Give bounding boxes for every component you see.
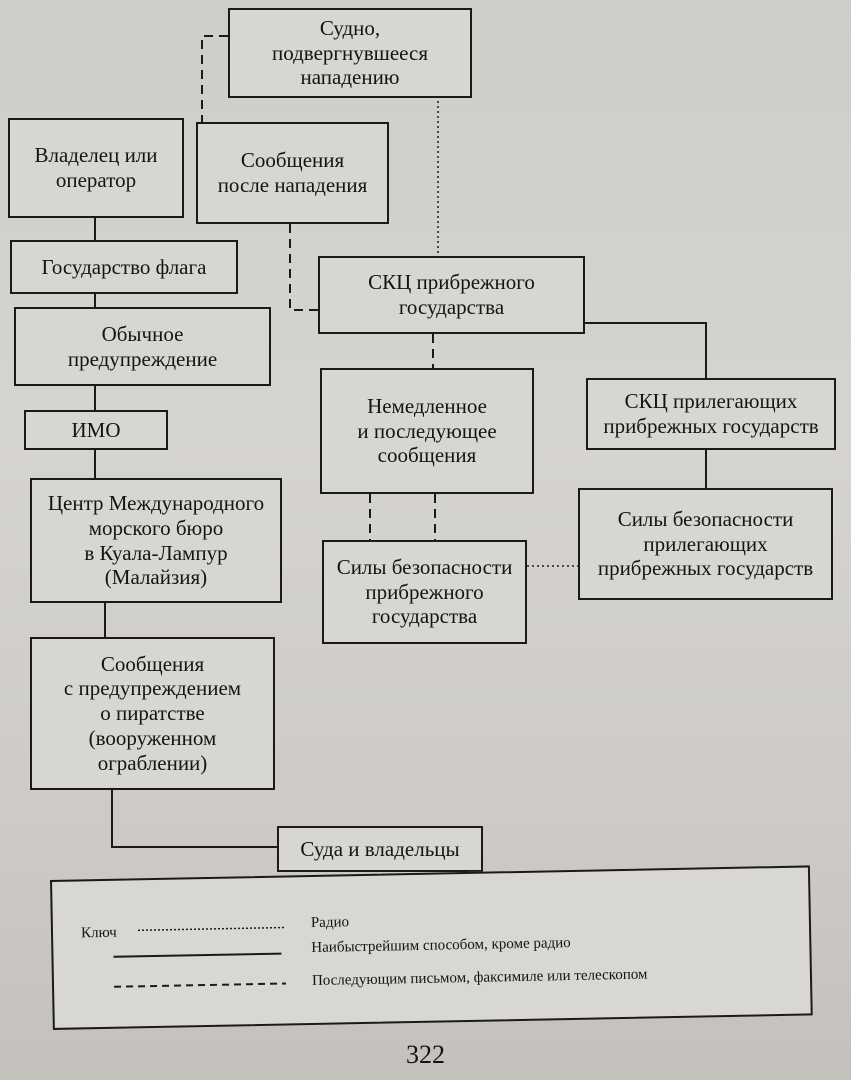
box-coastal-security: Силы безопасности прибрежного государств… [322, 540, 527, 644]
box-adjacent-rcc: СКЦ прилегающих прибрежных государств [586, 378, 836, 450]
legend-key: Ключ Радио Наибыстрейшим способом, кроме… [50, 865, 813, 1030]
legend-lines [113, 926, 287, 988]
box-ships-owners: Суда и владельцы [277, 826, 483, 872]
box-imo: ИМО [24, 410, 168, 450]
box-immediate-reports: Немедленное и последующее сообщения [320, 368, 534, 494]
box-coastal-rcc: СКЦ прибрежного государства [318, 256, 585, 334]
line-piracy-ships [111, 790, 277, 848]
box-piracy-warnings: Сообщения с предупреждением о пиратстве … [30, 637, 275, 790]
box-routine-warning: Обычное предупреждение [14, 307, 271, 386]
legend-radio-line [137, 926, 285, 932]
box-imb-centre: Центр Международного морского бюро в Куа… [30, 478, 282, 603]
box-attacked-vessel: Судно, подвергнувшееся нападению [228, 8, 472, 98]
legend-title: Ключ [80, 924, 117, 942]
box-post-attack-reports: Сообщения после нападения [196, 122, 389, 224]
page-number: 322 [406, 1040, 445, 1069]
legend-fastest-line [113, 952, 282, 958]
line-reports-rcc [289, 224, 318, 311]
box-flag-state: Государство флага [10, 240, 238, 294]
box-adjacent-security: Силы безопасности прилегающих прибрежных… [578, 488, 833, 600]
line-rcc-adjacent [585, 322, 707, 378]
line-vessel-reports [201, 35, 228, 122]
legend-radio-label: Радио [310, 914, 350, 931]
legend-letter-line [114, 982, 287, 988]
box-owner-operator: Владелец или оператор [8, 118, 184, 218]
